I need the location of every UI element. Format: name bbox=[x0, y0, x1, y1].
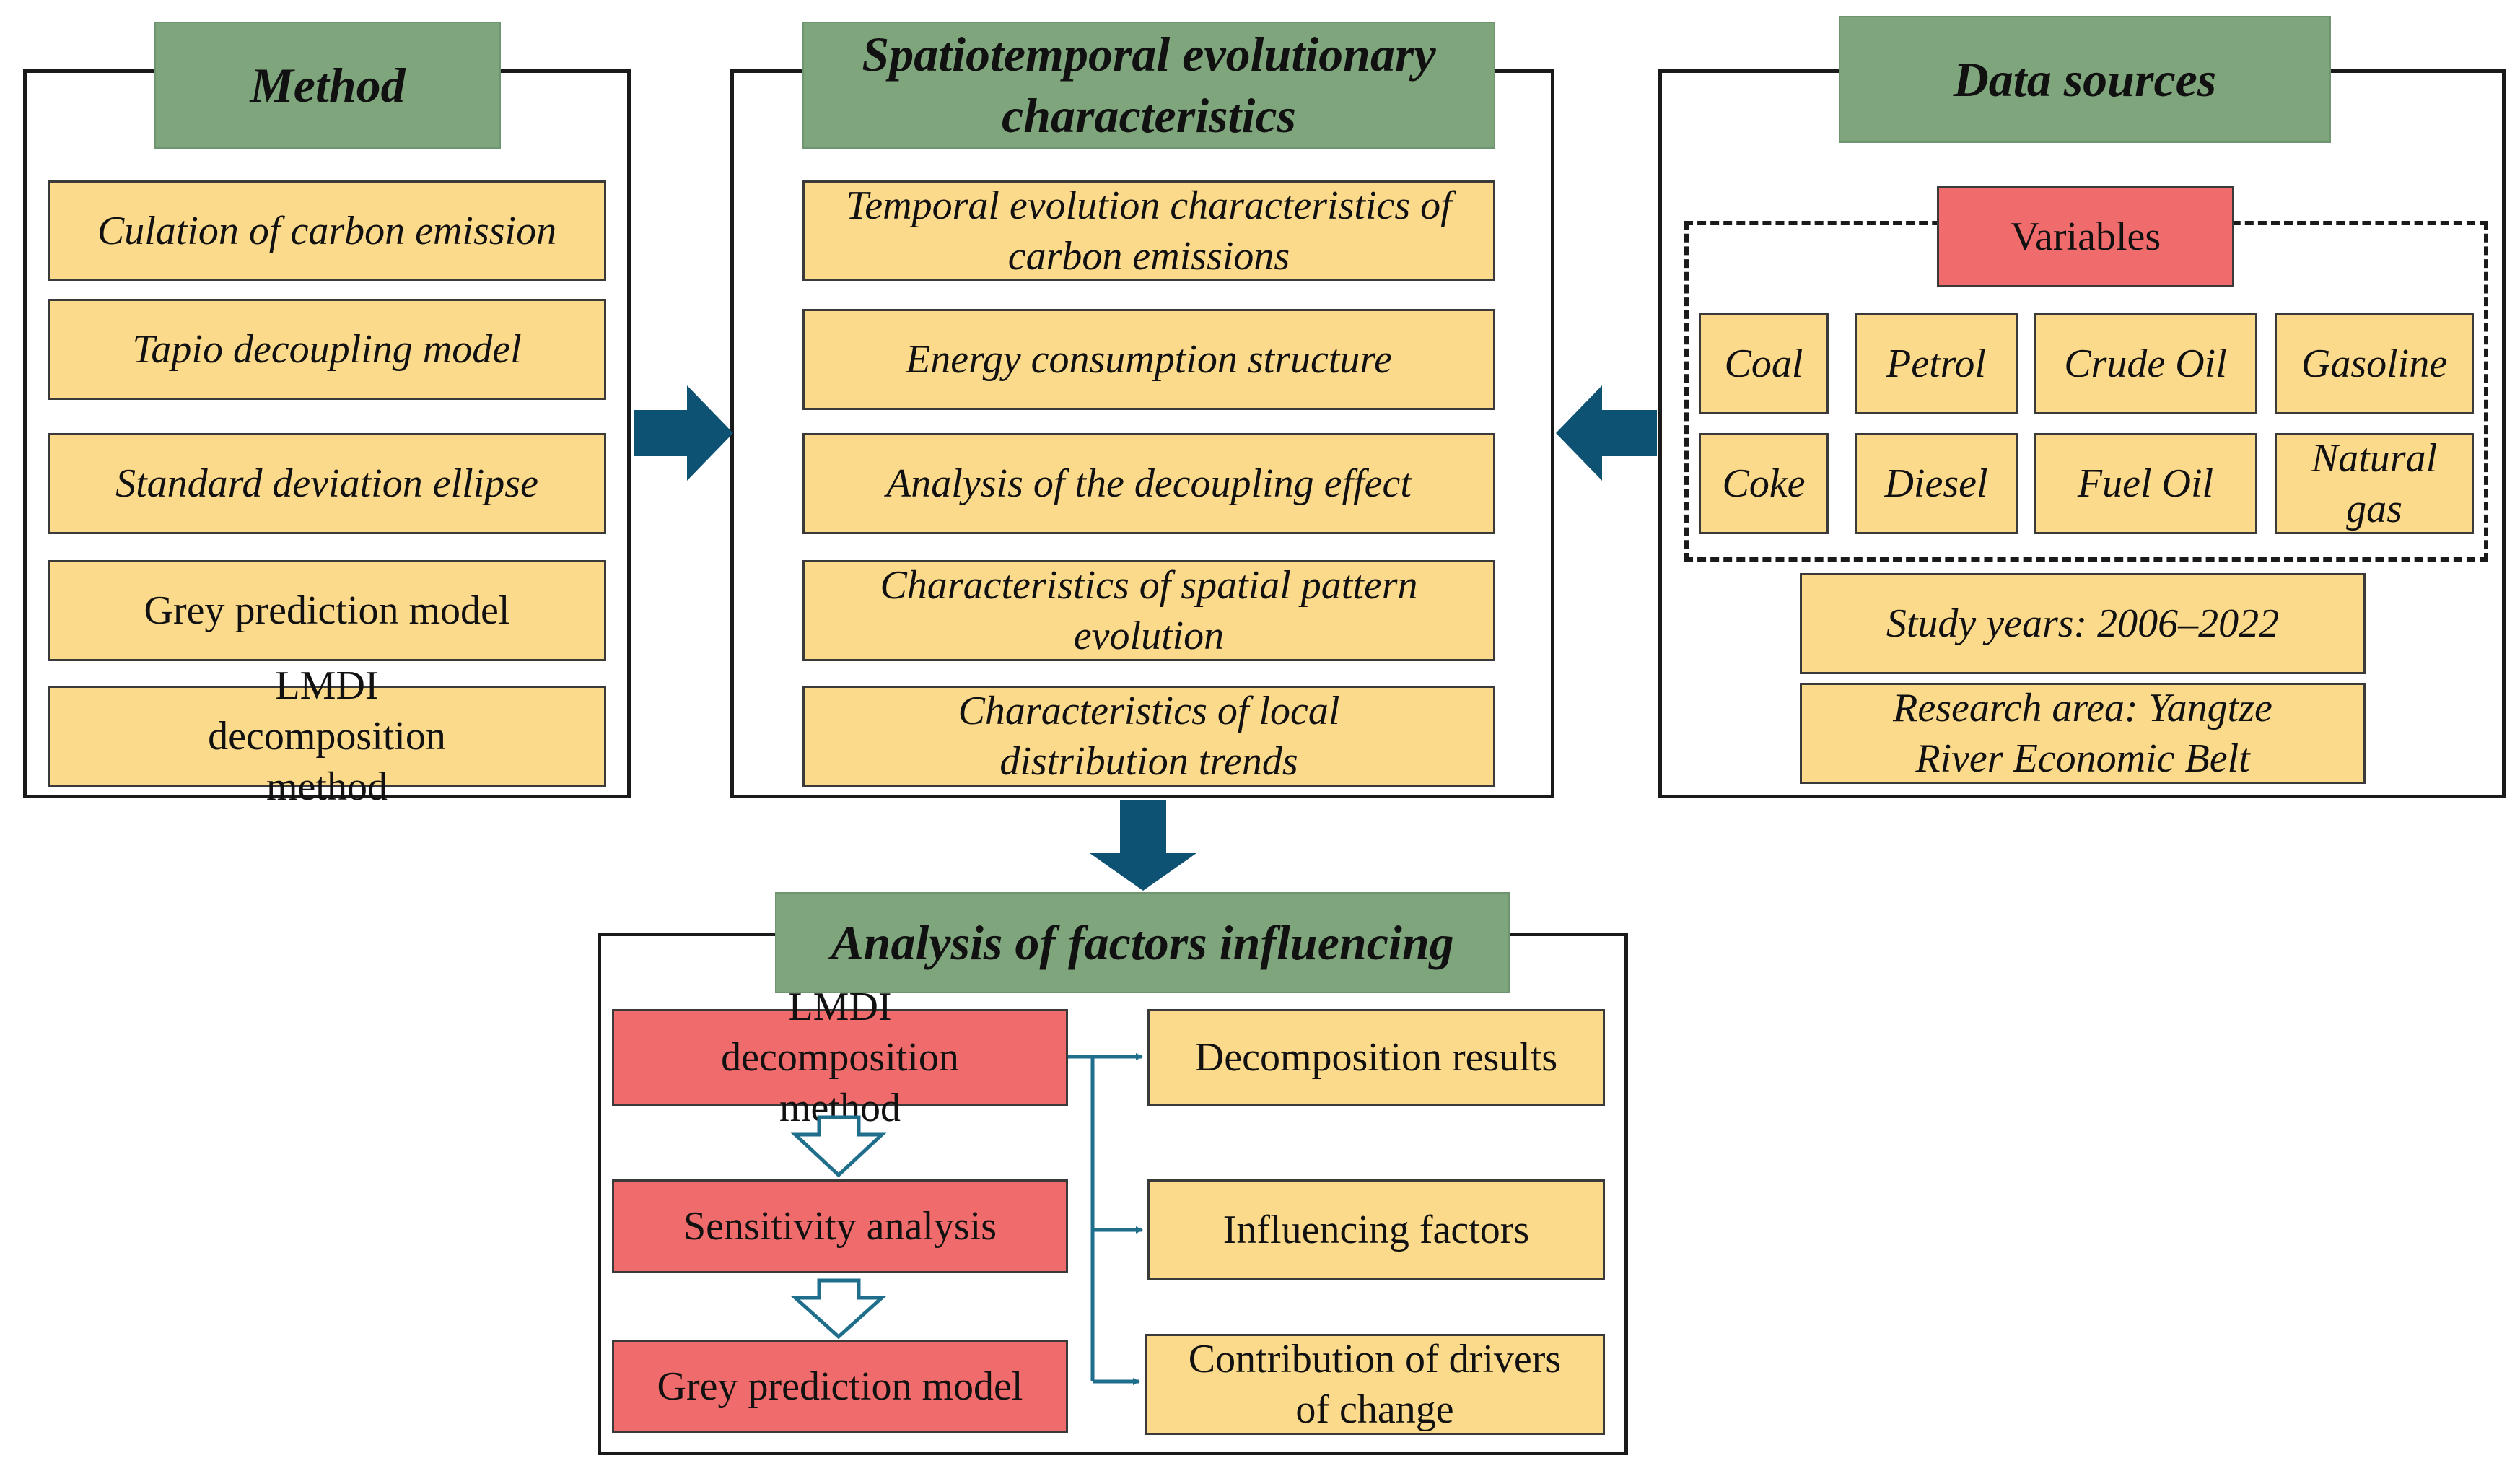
st-item-energy: Energy consumption structure bbox=[802, 309, 1495, 410]
variable-coke: Coke bbox=[1699, 433, 1829, 534]
st-item-temporal: Temporal evolution characteristics of ca… bbox=[802, 180, 1495, 281]
factor-step-lmdi: LMDI decomposition method bbox=[612, 985, 1068, 1130]
study-years: Study years: 2006–2022 bbox=[1800, 573, 2366, 674]
arrow-down-icon bbox=[1090, 800, 1196, 891]
arrow-left-icon bbox=[1556, 385, 1657, 481]
factors-header: Analysis of factors influencing bbox=[775, 892, 1510, 993]
method-item-carbon-emission: Culation of carbon emission bbox=[48, 180, 606, 281]
variable-crude-oil: Crude Oil bbox=[2034, 313, 2257, 414]
data-sources-header: Data sources bbox=[1839, 16, 2331, 143]
variable-gasoline: Gasoline bbox=[2275, 313, 2474, 414]
spatiotemporal-header: Spatiotemporal evolutionary characterist… bbox=[802, 22, 1495, 149]
factor-output-influencing: Influencing factors bbox=[1147, 1179, 1605, 1280]
variables-label: Variables bbox=[1937, 186, 2234, 287]
factor-output-contribution: Contribution of drivers of change bbox=[1145, 1334, 1605, 1435]
variable-coal: Coal bbox=[1699, 313, 1829, 414]
st-item-local: Characteristics of local distribution tr… bbox=[802, 686, 1495, 787]
variable-fuel-oil: Fuel Oil bbox=[2034, 433, 2257, 534]
variable-diesel: Diesel bbox=[1855, 433, 2018, 534]
factor-step-sensitivity: Sensitivity analysis bbox=[612, 1179, 1068, 1273]
method-item-tapio: Tapio decoupling model bbox=[48, 299, 606, 400]
variable-petrol: Petrol bbox=[1855, 313, 2018, 414]
arrow-right-icon bbox=[634, 385, 733, 481]
research-area: Research area: Yangtze River Economic Be… bbox=[1800, 683, 2366, 784]
factor-step-grey: Grey prediction model bbox=[612, 1340, 1068, 1433]
st-item-decoupling: Analysis of the decoupling effect bbox=[802, 433, 1495, 534]
variable-natural-gas: Natural gas bbox=[2275, 433, 2474, 534]
method-item-grey: Grey prediction model bbox=[48, 560, 606, 661]
factor-output-decomposition: Decomposition results bbox=[1147, 1009, 1605, 1106]
method-item-sde: Standard deviation ellipse bbox=[48, 433, 606, 534]
method-item-lmdi: LMDI decomposition method bbox=[48, 663, 606, 809]
method-header: Method bbox=[154, 22, 501, 149]
st-item-spatial: Characteristics of spatial pattern evolu… bbox=[802, 560, 1495, 661]
